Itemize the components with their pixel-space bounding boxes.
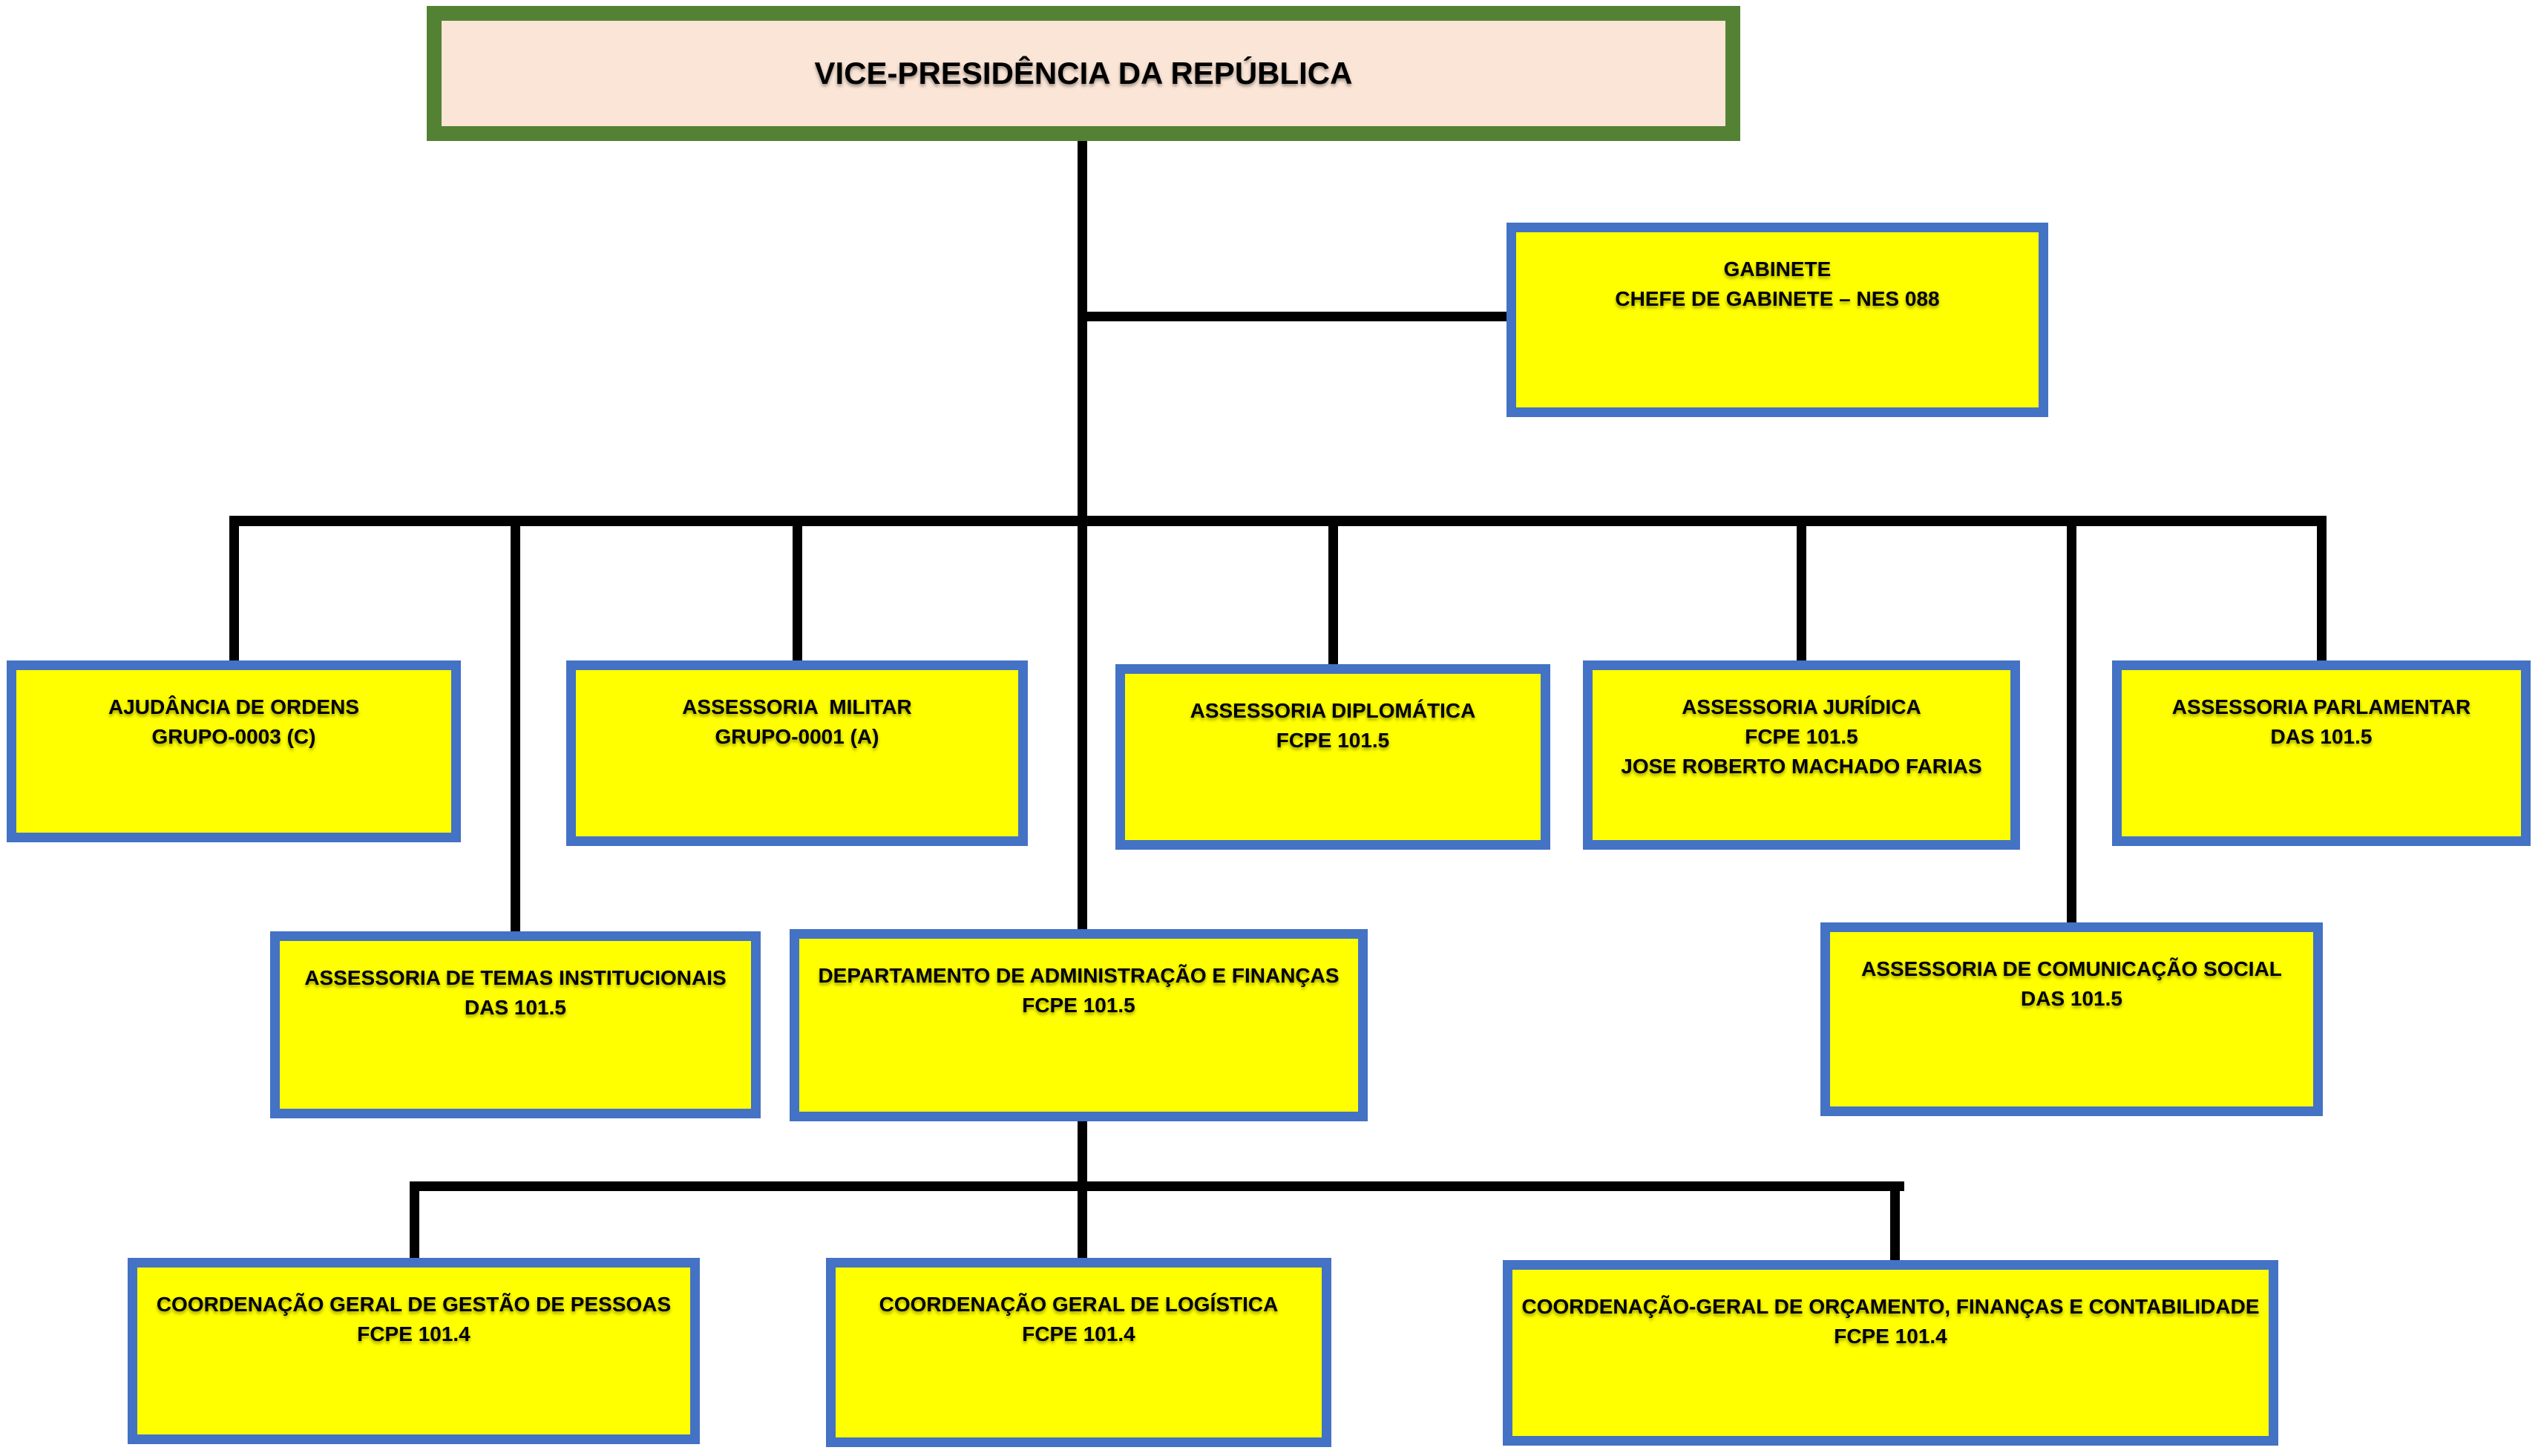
node-coordenacao-gestao-pessoas: COORDENAÇÃO GERAL DE GESTÃO DE PESSOAS F… bbox=[128, 1258, 700, 1444]
node-title: VICE-PRESIDÊNCIA DA REPÚBLICA bbox=[814, 56, 1353, 91]
node-subtitle: DAS 101.5 bbox=[2270, 725, 2373, 748]
node-title: ASSESSORIA PARLAMENTAR bbox=[2171, 695, 2471, 718]
node-title: AJUDÂNCIA DE ORDENS bbox=[108, 695, 360, 718]
node-title: COORDENAÇÃO GERAL DE LOGÍSTICA bbox=[879, 1293, 1279, 1316]
node-ajudancia-de-ordens: AJUDÂNCIA DE ORDENS GRUPO-0003 (C) bbox=[7, 660, 461, 842]
node-subtitle: FCPE 101.4 bbox=[1022, 1322, 1135, 1345]
node-title: COORDENAÇÃO-GERAL DE ORÇAMENTO, FINANÇAS… bbox=[1521, 1295, 2260, 1318]
connector-drop-juridica bbox=[1797, 526, 1806, 660]
node-person: JOSE ROBERTO MACHADO FARIAS bbox=[1621, 755, 1982, 778]
node-subtitle: DAS 101.5 bbox=[465, 996, 566, 1019]
connector-drop-comunicacao bbox=[2067, 526, 2076, 922]
connector-drop-parlamentar bbox=[2317, 526, 2327, 660]
connector-bottom-horizontal bbox=[410, 1181, 1904, 1191]
node-title: DEPARTAMENTO DE ADMINISTRAÇÃO E FINANÇAS bbox=[818, 964, 1340, 987]
node-subtitle: FCPE 101.4 bbox=[1834, 1325, 1947, 1348]
connector-root-vertical bbox=[1078, 140, 1087, 929]
node-coordenacao-logistica: COORDENAÇÃO GERAL DE LOGÍSTICA FCPE 101.… bbox=[826, 1258, 1331, 1447]
connector-drop-orcamento bbox=[1890, 1191, 1900, 1260]
connector-drop-gestao bbox=[410, 1191, 419, 1258]
node-vice-presidencia: VICE-PRESIDÊNCIA DA REPÚBLICA bbox=[427, 6, 1740, 141]
node-subtitle: GRUPO-0003 (C) bbox=[151, 725, 316, 748]
node-subtitle: GRUPO-0001 (A) bbox=[715, 725, 879, 748]
node-title: GABINETE bbox=[1723, 258, 1832, 281]
node-gabinete: GABINETE CHEFE DE GABINETE – NES 088 bbox=[1506, 223, 2048, 417]
node-assessoria-temas-institucionais: ASSESSORIA DE TEMAS INSTITUCIONAIS DAS 1… bbox=[270, 931, 761, 1118]
node-title: ASSESSORIA DE TEMAS INSTITUCIONAIS bbox=[304, 966, 727, 989]
node-title: COORDENAÇÃO GERAL DE GESTÃO DE PESSOAS bbox=[156, 1293, 672, 1316]
node-title: ASSESSORIA MILITAR bbox=[682, 695, 912, 718]
node-departamento-administracao-financas: DEPARTAMENTO DE ADMINISTRAÇÃO E FINANÇAS… bbox=[790, 929, 1368, 1121]
node-subtitle: CHEFE DE GABINETE – NES 088 bbox=[1615, 287, 1940, 310]
node-assessoria-militar: ASSESSORIA MILITAR GRUPO-0001 (A) bbox=[566, 660, 1028, 846]
connector-drop-ajudancia bbox=[229, 526, 239, 660]
node-assessoria-diplomatica: ASSESSORIA DIPLOMÁTICA FCPE 101.5 bbox=[1115, 664, 1550, 850]
node-title: ASSESSORIA JURÍDICA bbox=[1682, 695, 1921, 718]
node-subtitle: FCPE 101.4 bbox=[357, 1322, 471, 1345]
node-subtitle: DAS 101.5 bbox=[2021, 987, 2122, 1010]
connector-gabinete-horizontal bbox=[1078, 312, 1506, 321]
node-assessoria-comunicacao-social: ASSESSORIA DE COMUNICAÇÃO SOCIAL DAS 101… bbox=[1820, 922, 2323, 1116]
connector-drop-militar bbox=[793, 526, 802, 660]
connector-drop-logistica bbox=[1078, 1191, 1087, 1258]
connector-drop-temas bbox=[511, 526, 520, 931]
connector-departamento-down bbox=[1078, 1121, 1087, 1191]
node-subtitle: FCPE 101.5 bbox=[1276, 729, 1390, 752]
node-title: ASSESSORIA DIPLOMÁTICA bbox=[1190, 699, 1476, 722]
connector-branch-horizontal bbox=[229, 516, 2327, 526]
node-subtitle: FCPE 101.5 bbox=[1022, 994, 1135, 1017]
node-coordenacao-orcamento-financas-contabilidade: COORDENAÇÃO-GERAL DE ORÇAMENTO, FINANÇAS… bbox=[1503, 1260, 2278, 1446]
node-subtitle: FCPE 101.5 bbox=[1745, 725, 1858, 748]
node-assessoria-parlamentar: ASSESSORIA PARLAMENTAR DAS 101.5 bbox=[2112, 660, 2531, 846]
connector-drop-diplomatica bbox=[1328, 526, 1338, 664]
node-title: ASSESSORIA DE COMUNICAÇÃO SOCIAL bbox=[1861, 957, 2282, 980]
node-assessoria-juridica: ASSESSORIA JURÍDICA FCPE 101.5 JOSE ROBE… bbox=[1583, 660, 2020, 850]
